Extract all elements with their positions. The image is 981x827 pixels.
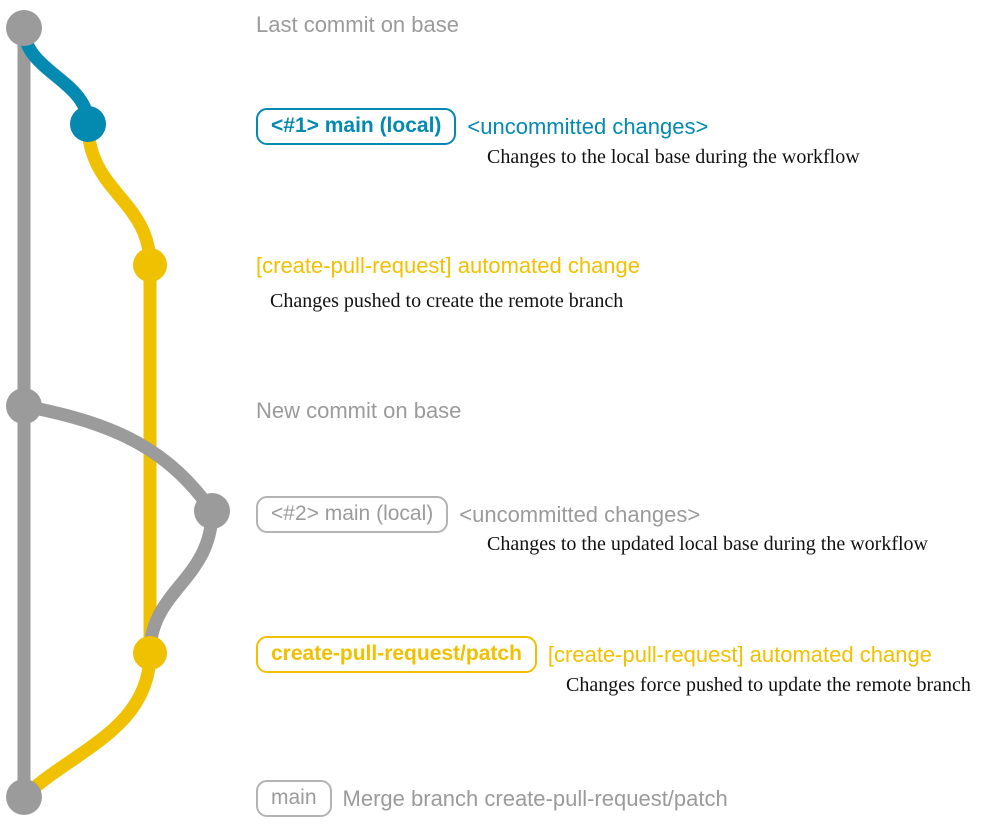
commit-description-local-change-1: Changes to the local base during the wor… [487,146,860,168]
row-new-commit-on-base: New commit on base [256,398,461,424]
node-base-new[interactable] [6,388,42,424]
row-local-change-1: <#1> main (local) <uncommitted changes> [256,108,708,145]
node-local-1[interactable] [70,106,106,142]
branch-badge-main-local-2[interactable]: <#2> main (local) [256,496,449,533]
edge-local2-to-patch2 [143,504,219,660]
row-merge-commit: main Merge branch create-pull-request/pa… [256,780,728,817]
row-automated-change-1: [create-pull-request] automated change [256,253,640,279]
commit-message: [create-pull-request] automated change [547,641,932,667]
row-automated-change-2: create-pull-request/patch [create-pull-r… [256,636,932,673]
node-base-top[interactable] [6,10,42,46]
row-local-change-2: <#2> main (local) <uncommitted changes> [256,496,700,533]
node-patch-2[interactable] [133,636,167,670]
commit-description-automated-change-2: Changes force pushed to update the remot… [566,674,971,696]
node-patch-1[interactable] [133,248,167,282]
branch-badge-create-pull-request-patch[interactable]: create-pull-request/patch [256,636,537,673]
commit-description-local-change-2: Changes to the updated local base during… [487,533,928,555]
edge-patch2-to-merge [17,646,157,804]
commit-headline: [create-pull-request] automated change [256,253,641,278]
commit-message: <uncommitted changes> [459,501,701,527]
branch-badge-main-local-1[interactable]: <#1> main (local) [256,108,457,145]
node-local-2[interactable] [194,493,230,529]
row-last-commit-on-base: Last commit on base [256,12,459,38]
branch-badge-main[interactable]: main [256,780,332,817]
commit-headline: Last commit on base [256,12,459,37]
edge-basenew-to-local2 [17,399,219,518]
edge-local1-to-patch1 [81,117,157,272]
commit-message: <uncommitted changes> [467,113,709,139]
commit-headline: New commit on base [256,398,462,423]
commit-message: Merge branch create-pull-request/patch [342,785,728,811]
node-base-merge[interactable] [6,779,42,815]
commit-description-automated-change-1: Changes pushed to create the remote bran… [270,290,624,312]
